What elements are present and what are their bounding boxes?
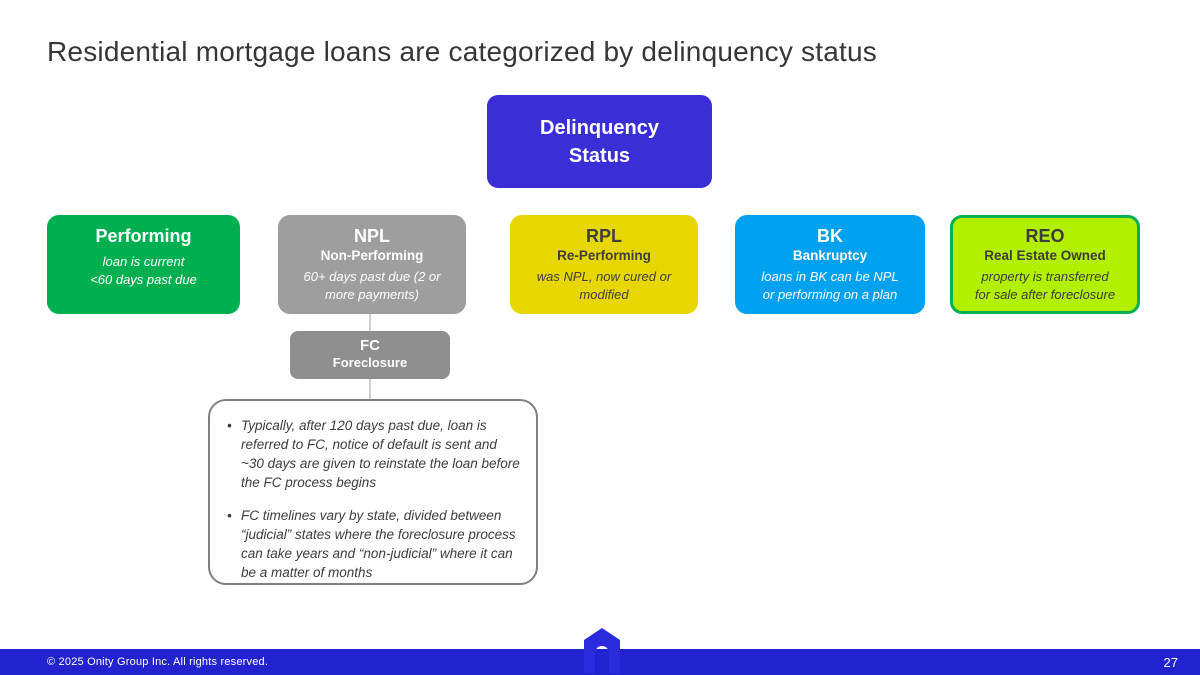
onity-house-logo-icon [584,628,620,673]
notes-list: Typically, after 120 days past due, loan… [224,416,520,582]
foreclosure-box: FC Foreclosure [290,331,450,379]
category-description: 60+ days past due (2 or more payments) [303,268,441,303]
category-name: REO [1025,226,1065,246]
note-item: FC timelines vary by state, divided betw… [224,506,520,583]
category-box-npl: NPL Non-Performing 60+ days past due (2 … [278,215,466,314]
category-name: Performing [95,226,192,246]
category-description: loan is current <60 days past due [90,253,197,287]
category-subtitle: Bankruptcy [792,247,868,263]
delinquency-status-label: Delinquency Status [540,116,659,167]
category-box-reo: REO Real Estate Owned property is transf… [950,215,1140,314]
fc-name: FC [360,337,380,354]
slide-title: Residential mortgage loans are categoriz… [47,36,877,67]
connector-npl-to-fc [369,314,371,332]
category-box-bk: BK Bankruptcy loans in BK can be NPL or … [735,215,925,314]
category-description: property is transferred for sale after f… [974,268,1116,303]
category-name: NPL [354,226,390,246]
category-name: BK [817,226,843,246]
fc-subtitle: Foreclosure [332,355,408,370]
category-description: loans in BK can be NPL or performing on … [761,268,899,303]
category-subtitle: Re-Performing [557,247,651,263]
category-box-rpl: RPL Re-Performing was NPL, now cured or … [510,215,698,314]
category-box-performing: Performing loan is current <60 days past… [47,215,240,314]
category-description: was NPL, now cured or modified [536,268,672,303]
page-number: 27 [1163,654,1178,670]
category-subtitle: Real Estate Owned [984,247,1106,263]
footer-copyright: © 2025 Onity Group Inc. All rights reser… [47,656,269,668]
foreclosure-notes-box: Typically, after 120 days past due, loan… [208,399,538,585]
connector-fc-to-notes [369,379,371,400]
footer-bar: © 2025 Onity Group Inc. All rights reser… [0,649,1200,675]
category-subtitle: Non-Performing [320,247,424,263]
delinquency-status-box: Delinquency Status [487,95,712,188]
note-item: Typically, after 120 days past due, loan… [224,416,520,493]
category-name: RPL [586,226,622,246]
